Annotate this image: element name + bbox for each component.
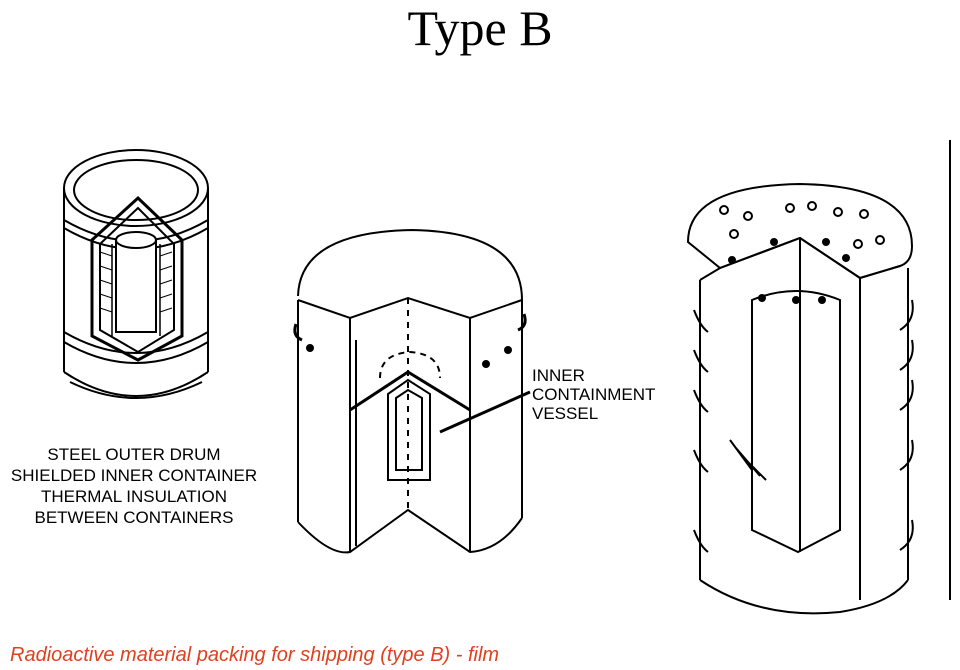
cask-drawing [293,228,531,554]
label-shielded-inner-container: SHIELDED INNER CONTAINER [10,466,258,485]
label-containment: CONTAINMENT [532,385,656,404]
label-between-containers: BETWEEN CONTAINERS [34,508,234,527]
left-labels: STEEL OUTER DRUM SHIELDED INNER CONTAINE… [0,444,268,528]
label-vessel: VESSEL [532,404,599,423]
caption: Radioactive material packing for shippin… [10,644,500,666]
label-steel-outer-drum: STEEL OUTER DRUM [47,445,221,464]
label-thermal-insulation: THERMAL INSULATION [40,487,228,506]
steel-drum-drawing [63,149,209,399]
page-title: Type B [407,0,553,56]
finned-cask-drawing [686,140,951,615]
label-inner: INNER [532,366,585,385]
middle-labels: INNER CONTAINMENT VESSEL [532,366,655,423]
